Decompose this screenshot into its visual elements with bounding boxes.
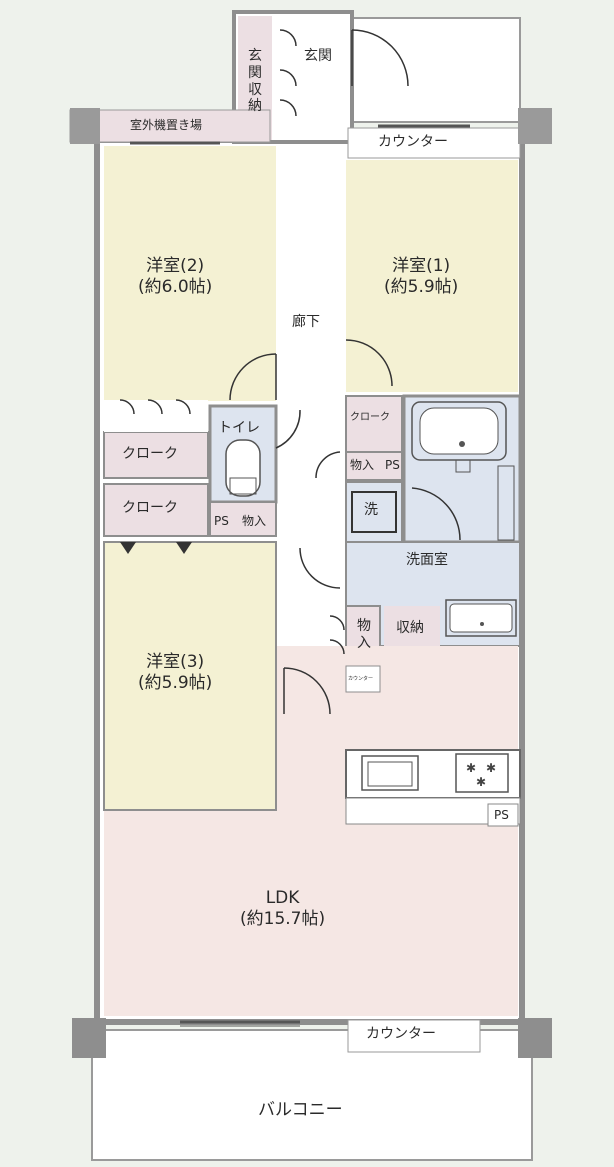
counter-top-label: カウンター xyxy=(378,134,448,150)
storage-a-label: 物入 xyxy=(350,458,375,472)
washroom-label: 洗面室 xyxy=(406,552,448,568)
western-room-2-size: (約6.0帖) xyxy=(138,277,213,298)
outdoor-unit-label: 室外機置き場 xyxy=(130,118,203,132)
counter-bottom-label: カウンター xyxy=(366,1026,436,1042)
western-room-2-label: 洋室(2) (約6.0帖) xyxy=(138,256,212,299)
closet-right-label: クローク xyxy=(350,412,390,423)
outdoor-unit-area xyxy=(69,109,271,143)
storage-b-label: 物入 xyxy=(242,514,267,528)
western-room-1-size: (約5.9帖) xyxy=(384,277,459,298)
small-counter-label: カウンター xyxy=(348,676,374,682)
western-room-2 xyxy=(104,146,276,401)
western-room-3 xyxy=(103,541,277,811)
western-room-2-name: 洋室(2) xyxy=(146,256,205,276)
closet-upper-label: クローク xyxy=(122,446,178,462)
ps-c-label: PS xyxy=(494,808,509,822)
ps-a-label: PS xyxy=(385,458,400,472)
svg-text:✱: ✱ xyxy=(466,761,476,775)
balcony-label: バルコニー xyxy=(258,1100,343,1120)
western-room-1-label: 洋室(1) (約5.9帖) xyxy=(384,256,458,299)
corridor xyxy=(280,146,342,686)
closet-upper-area xyxy=(103,431,209,479)
ldk-size: (約15.7帖) xyxy=(240,909,326,930)
counter-top-area xyxy=(347,127,521,159)
washer-label: 洗 xyxy=(364,502,378,518)
entrance-porch xyxy=(344,17,521,123)
closet-lower-label: クローク xyxy=(122,500,178,516)
storage-wash-label: 収納 xyxy=(396,620,424,636)
ldk-label: LDK (約15.7帖) xyxy=(240,888,325,931)
ldk-name: LDK xyxy=(265,888,300,908)
western-room-1 xyxy=(346,160,518,392)
western-room-3-size: (約5.9帖) xyxy=(138,673,213,694)
genkan-label: 玄関 xyxy=(304,48,332,64)
washer xyxy=(351,491,397,533)
svg-text:✱: ✱ xyxy=(476,775,486,789)
genkan-storage-label: 玄関収納 xyxy=(248,48,262,115)
toilet-label: トイレ xyxy=(218,420,260,436)
corridor-label: 廊下 xyxy=(292,314,320,330)
ps-b-label: PS xyxy=(214,514,229,528)
closet-lower-area xyxy=(103,483,209,537)
storage-c-label: 物入 xyxy=(357,618,371,651)
western-room-1-name: 洋室(1) xyxy=(392,256,451,276)
western-room-3-name: 洋室(3) xyxy=(146,652,205,672)
svg-text:✱: ✱ xyxy=(486,761,496,775)
western-room-3-label: 洋室(3) (約5.9帖) xyxy=(138,652,212,695)
counter-bottom-area xyxy=(347,1019,481,1053)
